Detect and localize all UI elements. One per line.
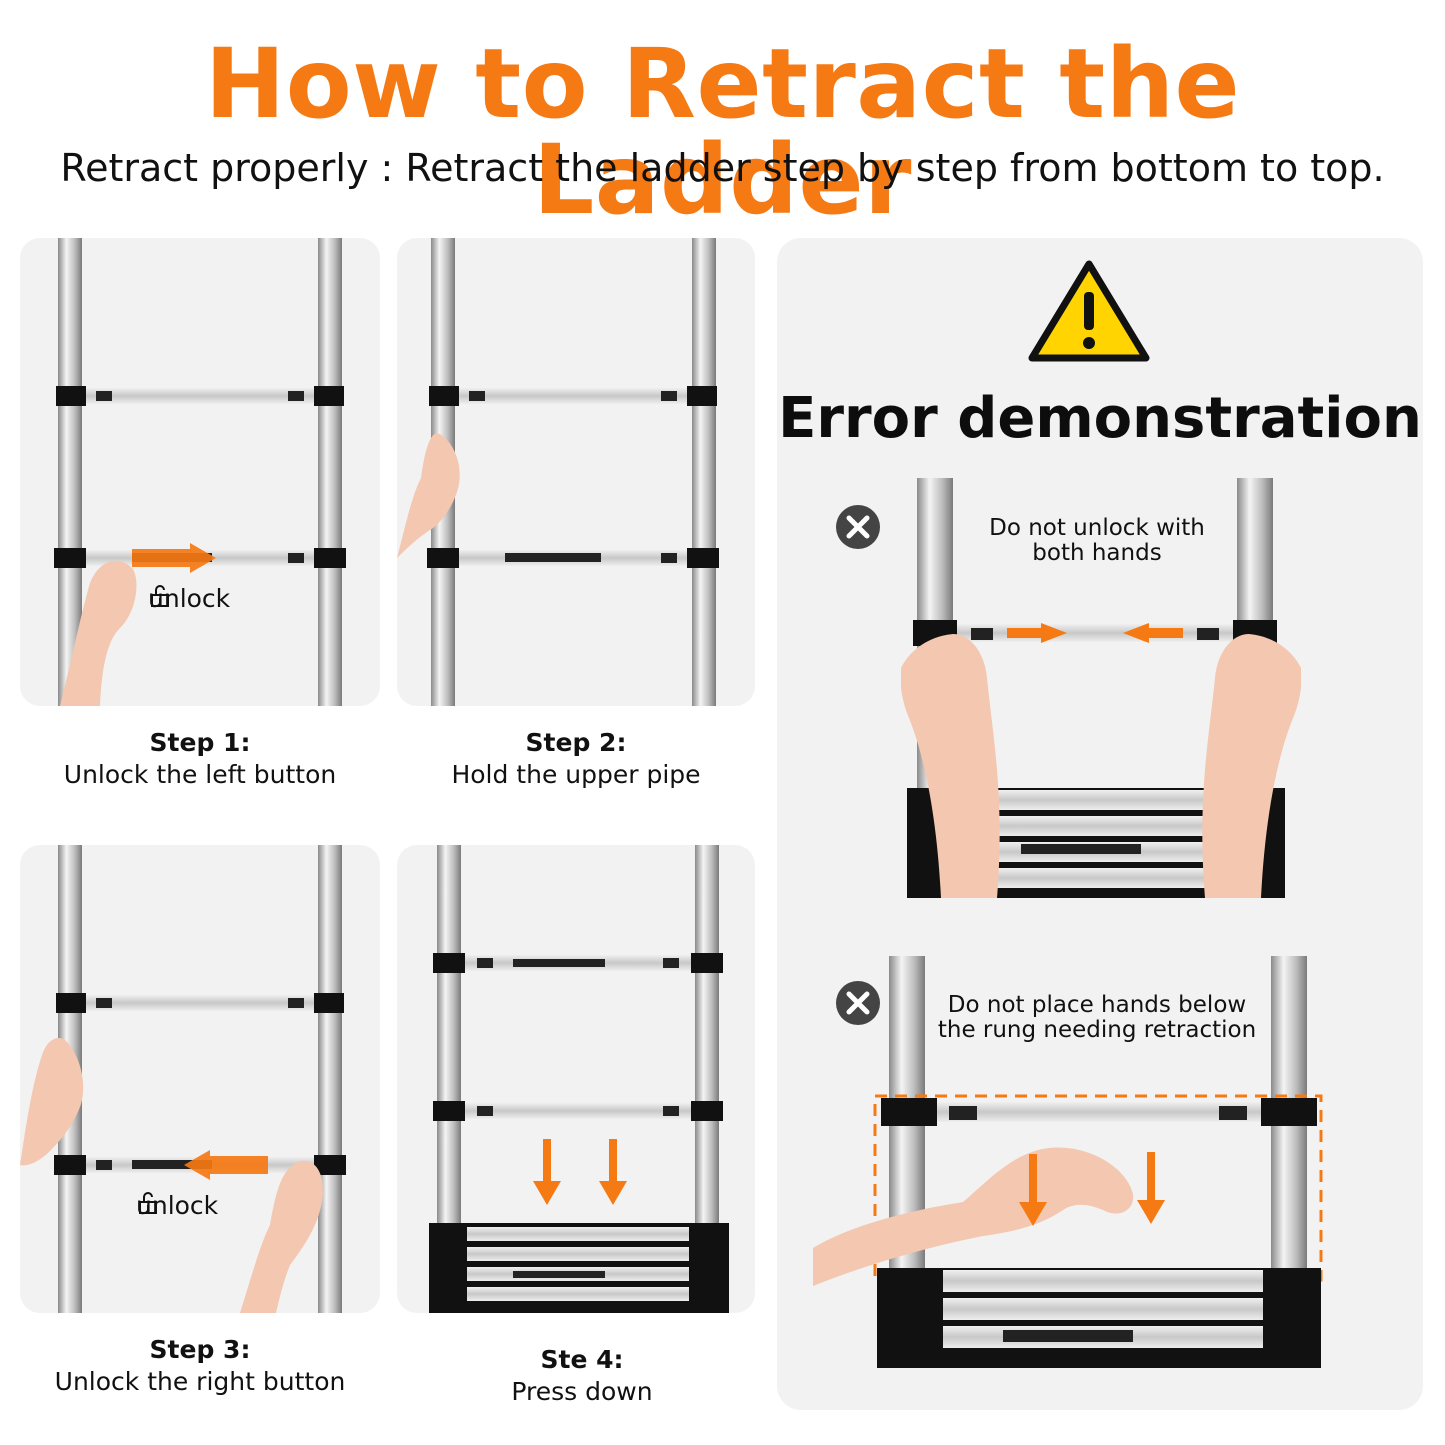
step-1-caption: Step 1: Unlock the left button: [20, 727, 380, 791]
step-3-text: Unlock the right button: [54, 1367, 346, 1396]
unlock-label: unlock: [148, 584, 231, 613]
page-subtitle: Retract properly : Retract the ladder st…: [60, 146, 1385, 190]
unlock-icon: [151, 585, 169, 607]
step-4-number: Ste 4:: [540, 1345, 624, 1374]
unlock-badge: unlock: [136, 1191, 218, 1220]
unlock-label: unlock: [136, 1191, 219, 1220]
unlock-icon: [139, 1192, 157, 1214]
error-1-illustration: [901, 478, 1301, 898]
step-4-text: Press down: [511, 1377, 653, 1406]
step-2-number: Step 2:: [525, 728, 627, 757]
error-2-note: Do not place hands below the rung needin…: [937, 992, 1257, 1043]
x-circle-icon: [836, 981, 880, 1025]
step-4-illustration: [397, 845, 755, 1313]
warning-triangle-icon: [1028, 260, 1150, 362]
step-2-text: Hold the upper pipe: [451, 760, 701, 789]
x-circle-icon: [836, 505, 880, 549]
step-3-number: Step 3:: [149, 1335, 251, 1364]
step-2-caption: Step 2: Hold the upper pipe: [397, 727, 755, 791]
step-3-illustration: unlock: [20, 845, 380, 1313]
step-2-illustration: [397, 238, 755, 706]
error-1-note: Do not unlock with both hands: [989, 515, 1205, 566]
step-3-caption: Step 3: Unlock the right button: [20, 1334, 380, 1398]
unlock-badge: unlock: [148, 584, 230, 613]
step-1-text: Unlock the left button: [63, 760, 337, 789]
error-demonstration-panel: Error demonstration Do not unlock with b…: [777, 238, 1423, 1410]
step-1-illustration: unlock: [20, 238, 380, 706]
step-4-caption: Ste 4: Press down: [397, 1344, 767, 1408]
error-title: Error demonstration: [778, 386, 1422, 451]
page-title: How to Retract the Ladder: [204, 28, 1241, 236]
step-1-number: Step 1:: [149, 728, 251, 757]
error-2-illustration: [813, 956, 1323, 1368]
